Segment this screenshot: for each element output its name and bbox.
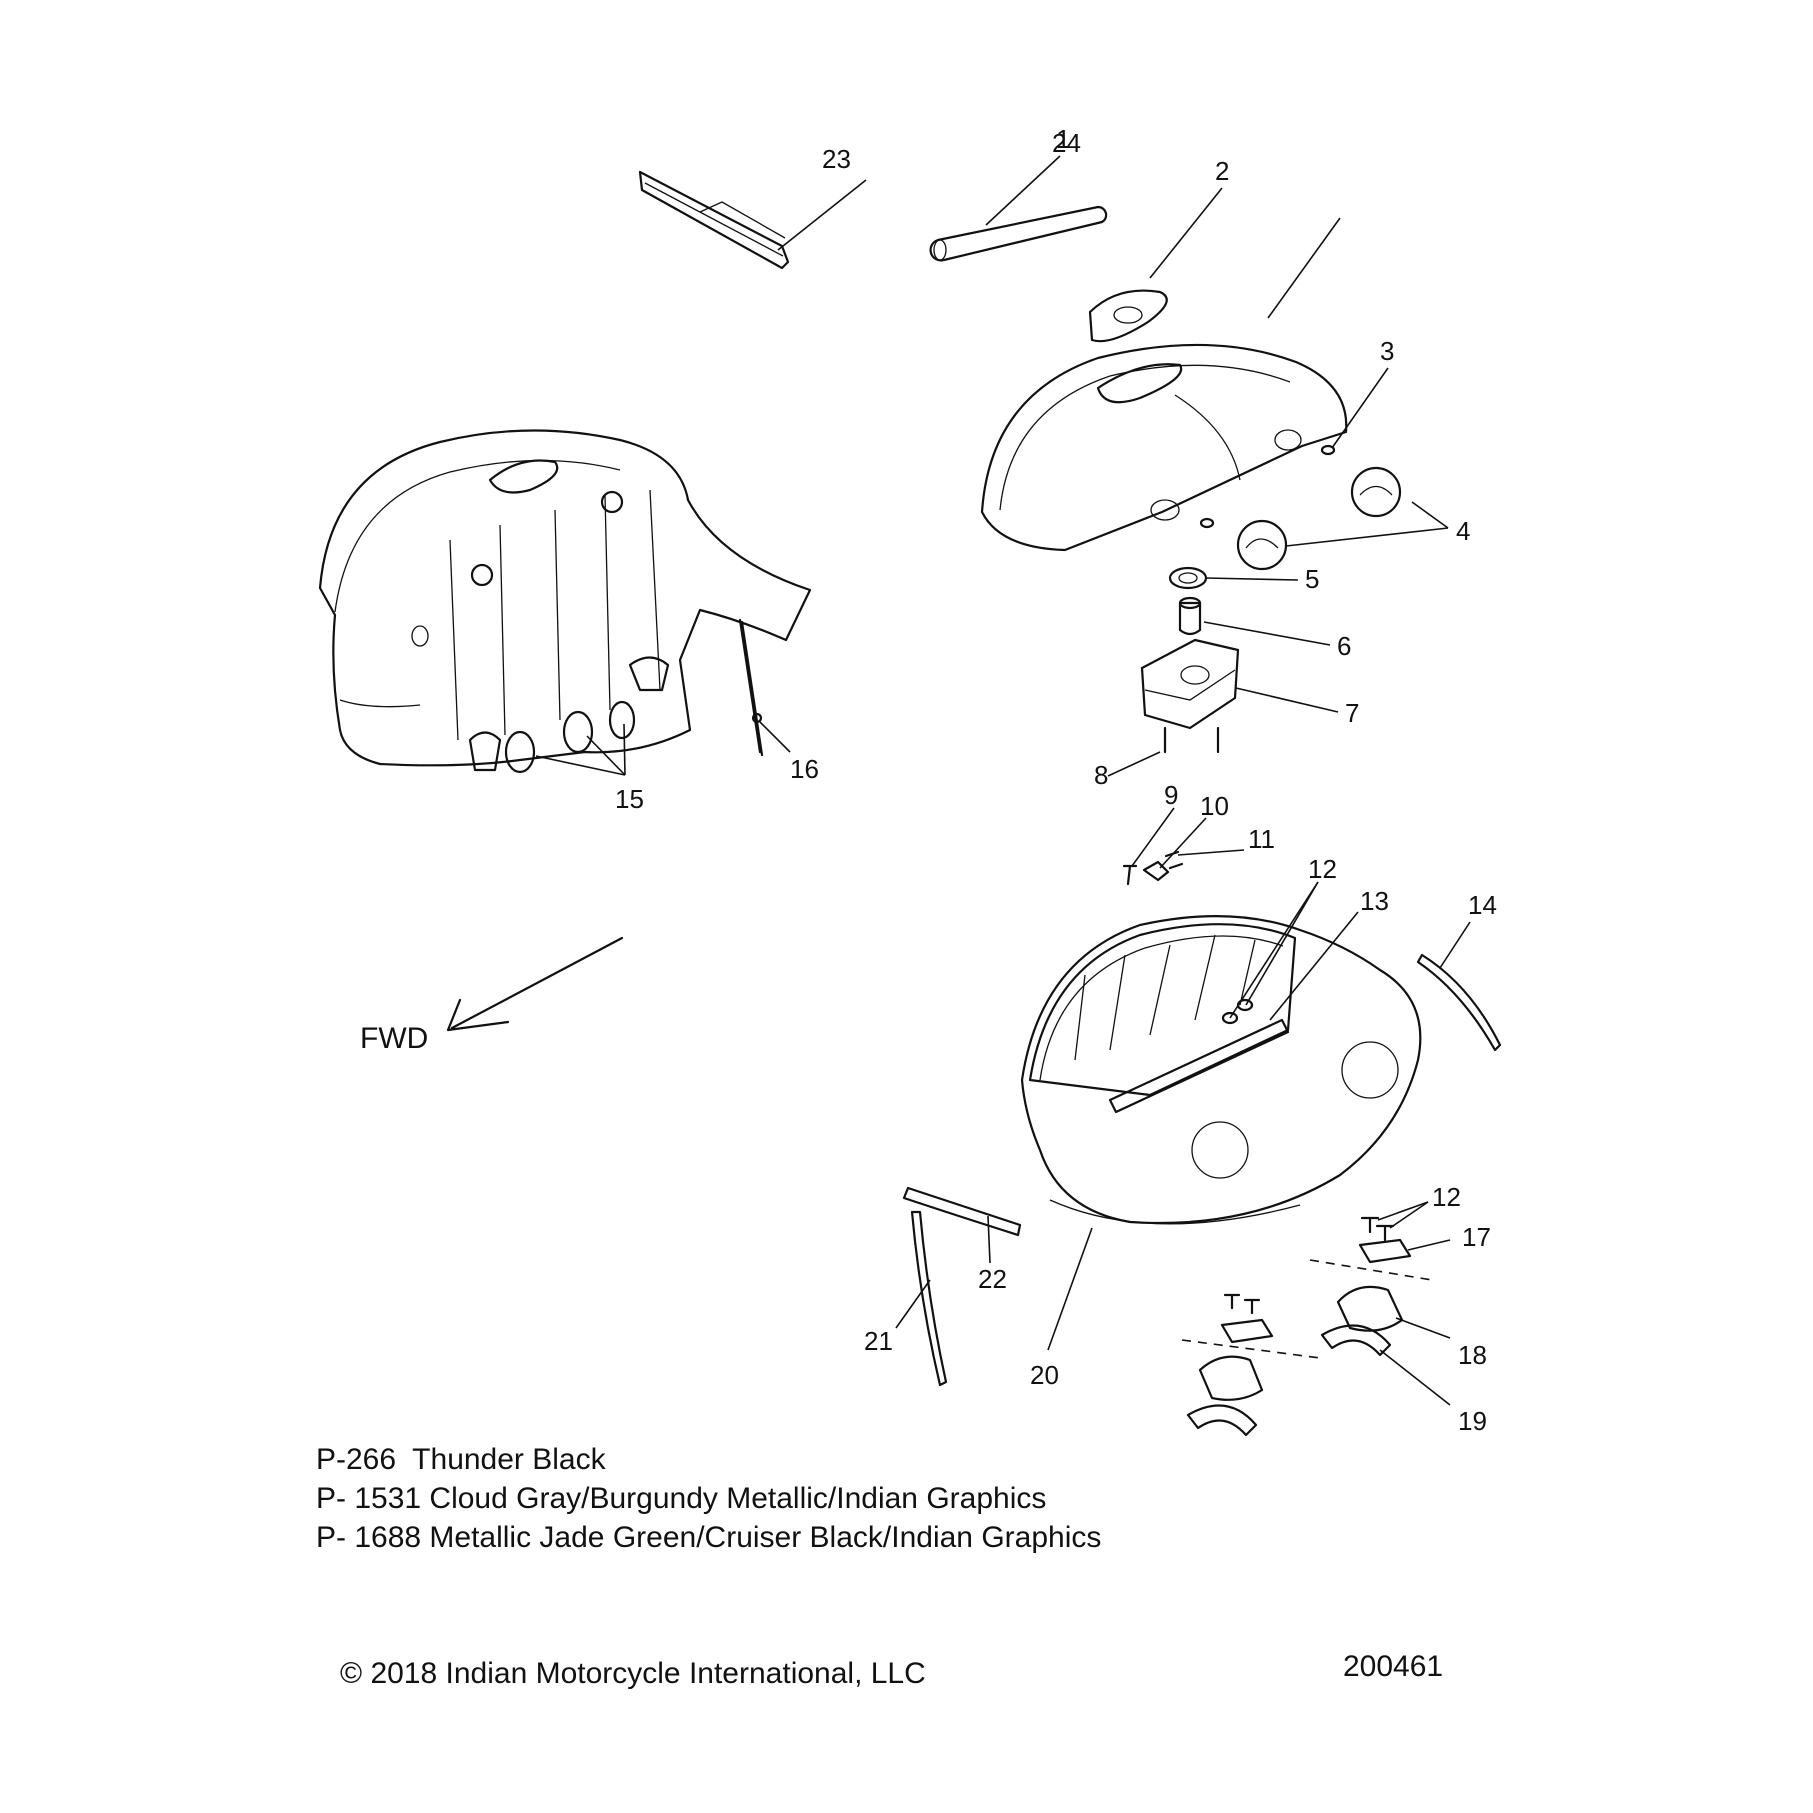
drawing-number: 200461: [1343, 1650, 1444, 1683]
callout-14: 14: [1468, 890, 1497, 920]
callout-4: 4: [1456, 516, 1470, 546]
callout-12-lower: 12: [1432, 1182, 1461, 1212]
paint-code-list: P-266 Thunder Black P- 1531 Cloud Gray/B…: [316, 1440, 1101, 1557]
part-6-lock-cylinder: [1178, 596, 1202, 636]
part-7-latch-housing: [1140, 638, 1240, 730]
callout-12: 12: [1308, 854, 1337, 884]
callout-17: 17: [1462, 1222, 1491, 1252]
forward-direction-arrow: [446, 936, 624, 1032]
callout-21: 21: [864, 1326, 893, 1356]
part-23-rail: [638, 170, 790, 270]
leader-lines: [535, 155, 1471, 1406]
paint-code-line: P- 1531 Cloud Gray/Burgundy Metallic/Ind…: [316, 1482, 1047, 1515]
part-1-lid-badge: [1088, 289, 1168, 343]
callout-10: 10: [1200, 791, 1229, 821]
callout-1: 1: [1056, 124, 1070, 154]
part-19-isolator: [1186, 1324, 1392, 1437]
part-5-grommet: [1168, 566, 1208, 590]
copyright-notice: © 2018 Indian Motorcycle International, …: [340, 1657, 926, 1690]
callout-9: 9: [1164, 780, 1178, 810]
callout-11: 11: [1248, 824, 1275, 854]
callout-20: 20: [1030, 1360, 1059, 1390]
callout-6: 6: [1337, 631, 1351, 661]
callout-7: 7: [1345, 698, 1359, 728]
saddlebag-assembly-left: [318, 429, 812, 774]
part-22-trim-strip: [902, 1186, 1022, 1237]
callout-24: 24: [1052, 128, 1081, 158]
callout-22: 22: [978, 1264, 1007, 1294]
callout-16: 16: [790, 754, 819, 784]
callout-23: 23: [822, 144, 851, 174]
part-21-trim-strip: [910, 1210, 948, 1387]
part-14-edge-trim: [1416, 953, 1502, 1052]
callout-numbers: 1 2 3 4 5 6 7 8 9 10 11 12 13 14 15 16 1…: [615, 124, 1497, 1436]
part-18-mount: [1198, 1285, 1404, 1401]
part-12-bolts-lower: [1223, 1216, 1395, 1315]
paint-code-line: P- 1688 Metallic Jade Green/Cruiser Blac…: [316, 1521, 1102, 1554]
part-13-strap: [1108, 1018, 1290, 1114]
callout-13: 13: [1360, 886, 1389, 916]
callout-19: 19: [1458, 1406, 1487, 1436]
part-9-clip: [1122, 864, 1138, 886]
part-4-emblem: [1236, 466, 1402, 571]
callout-2: 2: [1215, 156, 1229, 186]
callout-18: 18: [1458, 1340, 1487, 1370]
part-2-saddlebag-lid: [980, 343, 1348, 552]
fwd-label: FWD: [360, 1022, 428, 1055]
part-16-pin: [740, 620, 764, 757]
part-3-screw: [1199, 444, 1336, 529]
callout-15: 15: [615, 784, 644, 814]
part-8-screws: [1163, 726, 1220, 754]
part-24-trim-tube: [929, 205, 1108, 262]
callout-8: 8: [1094, 760, 1108, 790]
part-10-bracket: [1142, 860, 1170, 882]
part-20-saddlebag-case: [1020, 915, 1422, 1225]
callout-5: 5: [1305, 564, 1319, 594]
part-17-plate: [1220, 1238, 1412, 1344]
callout-3: 3: [1380, 336, 1394, 366]
paint-code-line: P-266 Thunder Black: [316, 1443, 606, 1476]
